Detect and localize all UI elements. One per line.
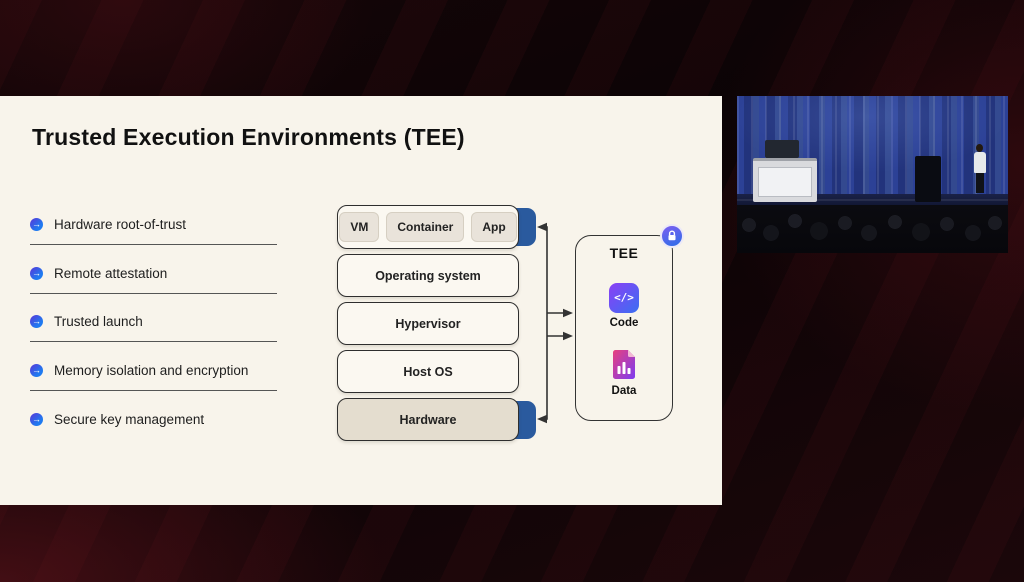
arrow-bullet-icon: → <box>30 315 43 328</box>
arrow-bullet-icon: → <box>30 267 43 280</box>
arrow-bullet-icon: → <box>30 364 43 377</box>
data-icon <box>611 348 637 381</box>
bullet-item: → Memory isolation and encryption <box>30 363 278 391</box>
code-icon: </> <box>609 283 639 313</box>
divider <box>30 341 277 342</box>
workload-chip-vm: VM <box>339 212 380 242</box>
lock-icon <box>660 224 684 248</box>
bullet-item: → Secure key management <box>30 412 278 427</box>
bullet-label: Secure key management <box>54 412 205 427</box>
layer-host-os: Host OS <box>337 350 519 393</box>
speaker-legs <box>976 173 984 193</box>
data-label: Data <box>611 385 637 397</box>
bullet-label: Memory isolation and encryption <box>54 363 249 378</box>
bullet-item: → Hardware root-of-trust <box>30 217 278 245</box>
tee-item-data: Data <box>576 348 672 397</box>
stage-lectern <box>915 156 941 202</box>
tee-panel: TEE </> Code <box>575 224 684 421</box>
podium-panel <box>758 167 812 197</box>
slide: Trusted Execution Environments (TEE) → H… <box>0 96 722 505</box>
podium-monitor <box>765 140 799 158</box>
bullet-item: → Remote attestation <box>30 266 278 294</box>
arrow-bullet-icon: → <box>30 413 43 426</box>
arrow-bullet-icon: → <box>30 218 43 231</box>
layer-hypervisor: Hypervisor <box>337 302 519 345</box>
tee-item-code: </> Code <box>576 283 672 329</box>
stage-edge <box>737 199 1008 201</box>
bullet-label: Hardware root-of-trust <box>54 217 187 232</box>
workload-chip-app: App <box>471 212 517 242</box>
workload-chip-container: Container <box>386 212 465 242</box>
layer-operating-system: Operating system <box>337 254 519 297</box>
stage-video-feed <box>737 96 1008 253</box>
audience-silhouettes <box>737 205 1008 253</box>
divider <box>30 244 277 245</box>
workload-box: VM Container App <box>337 205 519 249</box>
stage-podium <box>753 158 817 202</box>
speaker-head <box>976 144 983 152</box>
speaker-figure <box>973 144 987 202</box>
bullet-label: Remote attestation <box>54 266 168 281</box>
stack-diagram: VM Container App Operating system Hyperv… <box>337 205 536 446</box>
slide-title: Trusted Execution Environments (TEE) <box>32 124 465 150</box>
tee-title: TEE <box>609 245 639 261</box>
bullet-label: Trusted launch <box>54 314 143 329</box>
speaker-shirt <box>974 152 986 173</box>
code-label: Code <box>609 317 639 329</box>
bullet-item: → Trusted launch <box>30 314 278 342</box>
divider <box>30 390 277 391</box>
layer-hardware: Hardware <box>337 398 519 441</box>
divider <box>30 293 277 294</box>
